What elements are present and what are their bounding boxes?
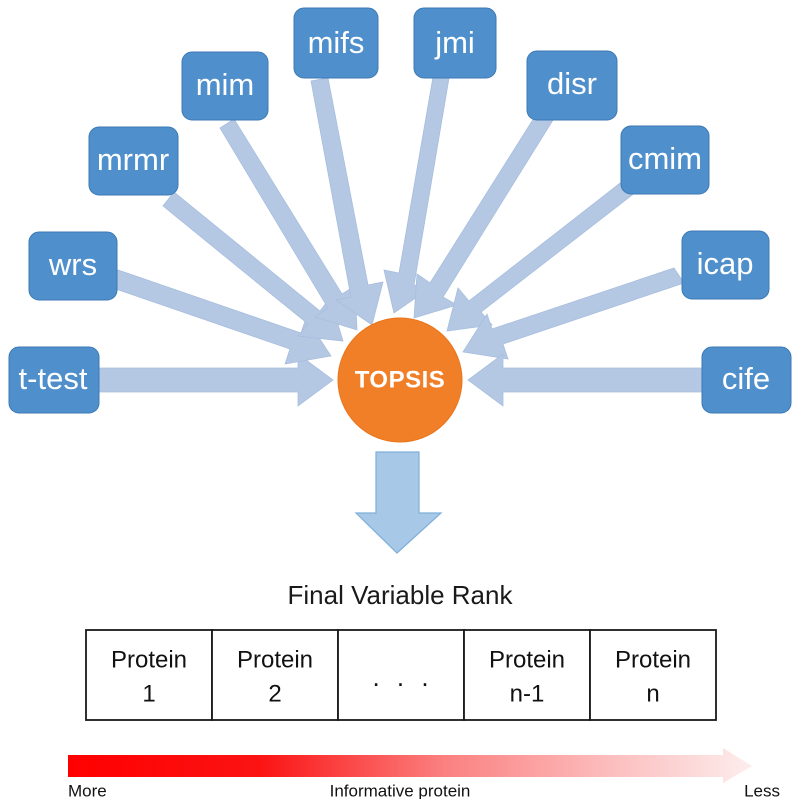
arrow-from-wrs	[109, 269, 332, 365]
table-cell-n-rect	[589, 629, 717, 721]
method-box-disr-rect	[526, 50, 618, 121]
table-cell-ellipsis[interactable]: . . .	[337, 629, 465, 721]
method-box-jmi[interactable]: jmi	[413, 7, 497, 79]
table-cell-n-minus-1-rect	[463, 629, 591, 721]
table-cell-n-minus-1-line1: Protein	[489, 646, 565, 673]
arrow-from-mifs	[310, 77, 384, 326]
method-box-mifs[interactable]: mifs	[293, 7, 379, 79]
arrow-from-cmim	[446, 179, 637, 332]
table-cell-n-minus-1[interactable]: Protein n-1	[463, 629, 591, 721]
table-cell-n-line1: Protein	[615, 646, 691, 673]
table-cell-1-line1: Protein	[111, 646, 187, 673]
method-box-icap-rect	[681, 230, 770, 300]
method-box-cmim-rect	[620, 125, 710, 195]
topsis-label: TOPSIS	[355, 366, 446, 393]
method-box-cife-label: cife	[722, 361, 770, 396]
table-cell-ellipsis-rect	[337, 629, 465, 721]
table-cell-n-minus-1-line2: n-1	[510, 680, 545, 707]
method-box-jmi-rect	[413, 7, 497, 79]
table-cell-1-rect	[85, 629, 213, 721]
arrow-from-icap	[462, 267, 685, 360]
method-box-mim-label: mim	[196, 67, 255, 102]
method-box-wrs[interactable]: wrs	[28, 231, 118, 301]
table-cell-1-line2: 1	[142, 680, 155, 707]
method-box-cmim[interactable]: cmim	[620, 125, 710, 195]
scale-bar-gradient-arrow	[68, 748, 752, 783]
table-cell-2-rect	[211, 629, 339, 721]
table-cell-n-line2: n	[646, 680, 659, 707]
arrow-from-t-test	[98, 353, 334, 407]
method-box-mifs-rect	[293, 7, 379, 79]
converging-arrows-group	[98, 76, 703, 407]
scale-label-center: Informative protein	[330, 781, 471, 799]
arrow-from-mim	[219, 118, 358, 331]
topsis-circle	[337, 317, 463, 443]
method-box-mim[interactable]: mim	[181, 51, 269, 121]
method-boxes-group: mifs jmi mim disr mrmr cmim	[8, 7, 792, 414]
method-box-t-test[interactable]: t-test	[8, 346, 100, 414]
topsis-hub[interactable]: TOPSIS	[337, 317, 463, 443]
method-box-disr[interactable]: disr	[526, 50, 618, 121]
arrow-from-mrmr	[162, 191, 344, 342]
method-box-t-test-label: t-test	[19, 361, 88, 396]
method-box-mrmr-rect	[88, 126, 179, 196]
rank-table: Protein 1 Protein 2 . . . Protein n-1 Pr…	[85, 629, 717, 721]
arrow-from-cife	[467, 353, 703, 407]
method-box-wrs-rect	[28, 231, 118, 301]
table-cell-2-line2: 2	[268, 680, 281, 707]
method-box-wrs-label: wrs	[48, 247, 97, 282]
informative-protein-scale-bar: More Informative protein Less	[68, 748, 780, 799]
scale-label-less: Less	[744, 781, 780, 799]
table-cell-2-line1: Protein	[237, 646, 313, 673]
final-variable-rank-title: Final Variable Rank	[288, 580, 514, 610]
method-box-mrmr-label: mrmr	[97, 142, 169, 177]
method-box-mim-rect	[181, 51, 269, 121]
method-box-mifs-label: mifs	[308, 25, 365, 60]
scale-label-more: More	[68, 781, 107, 799]
method-box-disr-label: disr	[547, 66, 597, 101]
method-box-icap[interactable]: icap	[681, 230, 770, 300]
method-box-t-test-rect	[8, 346, 100, 414]
method-box-mrmr[interactable]: mrmr	[88, 126, 179, 196]
table-cell-1[interactable]: Protein 1	[85, 629, 213, 721]
table-cell-n[interactable]: Protein n	[589, 629, 717, 721]
method-box-cife[interactable]: cife	[701, 346, 792, 414]
table-cell-2[interactable]: Protein 2	[211, 629, 339, 721]
method-box-icap-label: icap	[697, 246, 754, 281]
method-box-cmim-label: cmim	[628, 141, 702, 176]
method-box-jmi-label: jmi	[434, 25, 475, 60]
table-cell-ellipsis-label: . . .	[372, 662, 433, 692]
output-down-arrow	[354, 451, 443, 554]
arrow-from-disr	[413, 109, 554, 319]
method-box-cife-rect	[701, 346, 792, 414]
